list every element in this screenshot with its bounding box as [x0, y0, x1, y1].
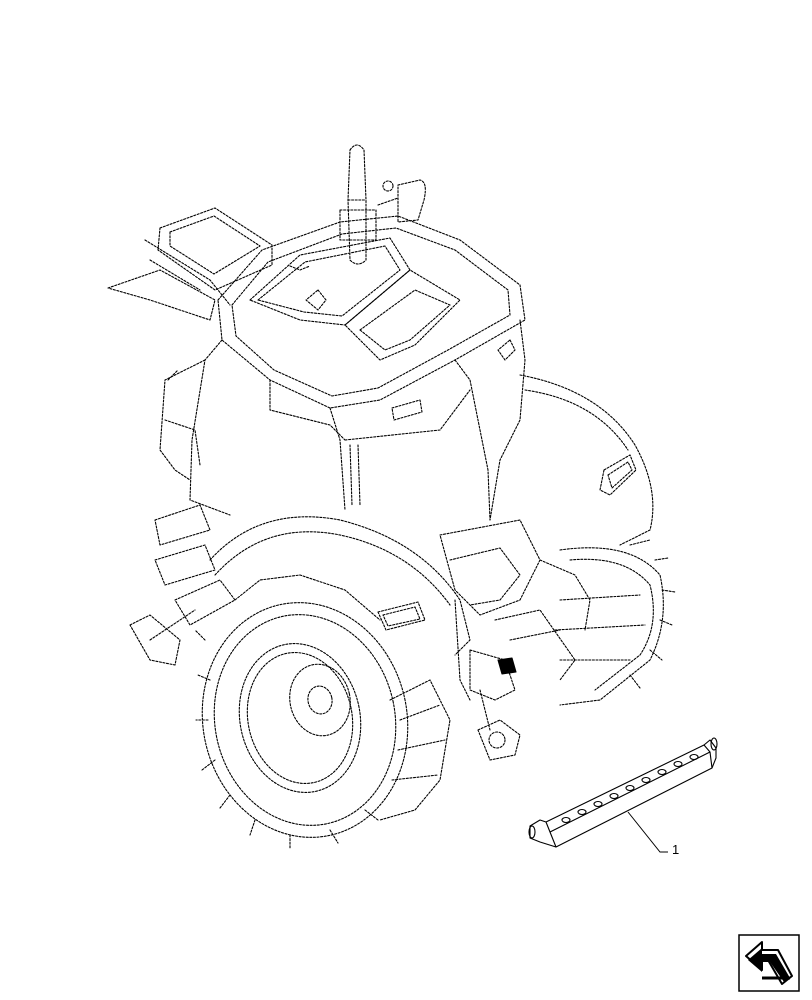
- right-rear-fender: [519, 374, 654, 546]
- callout-leader-1: [627, 811, 668, 853]
- callout-label-1: 1: [672, 842, 680, 857]
- right-rear-tire: [554, 539, 676, 706]
- left-lift-arm: [129, 504, 236, 666]
- left-fender: [107, 207, 273, 321]
- next-page-arrow-icon[interactable]: [738, 934, 800, 992]
- cab-roof: [217, 215, 526, 409]
- left-rear-tire: [194, 574, 451, 849]
- three-point-hitch: [439, 519, 591, 761]
- side-mirror: [377, 179, 426, 223]
- drawbar-part-1: [528, 737, 718, 848]
- left-rear-fender: [209, 516, 471, 656]
- exhaust-pipe: [339, 144, 377, 265]
- cab-body: [159, 319, 526, 521]
